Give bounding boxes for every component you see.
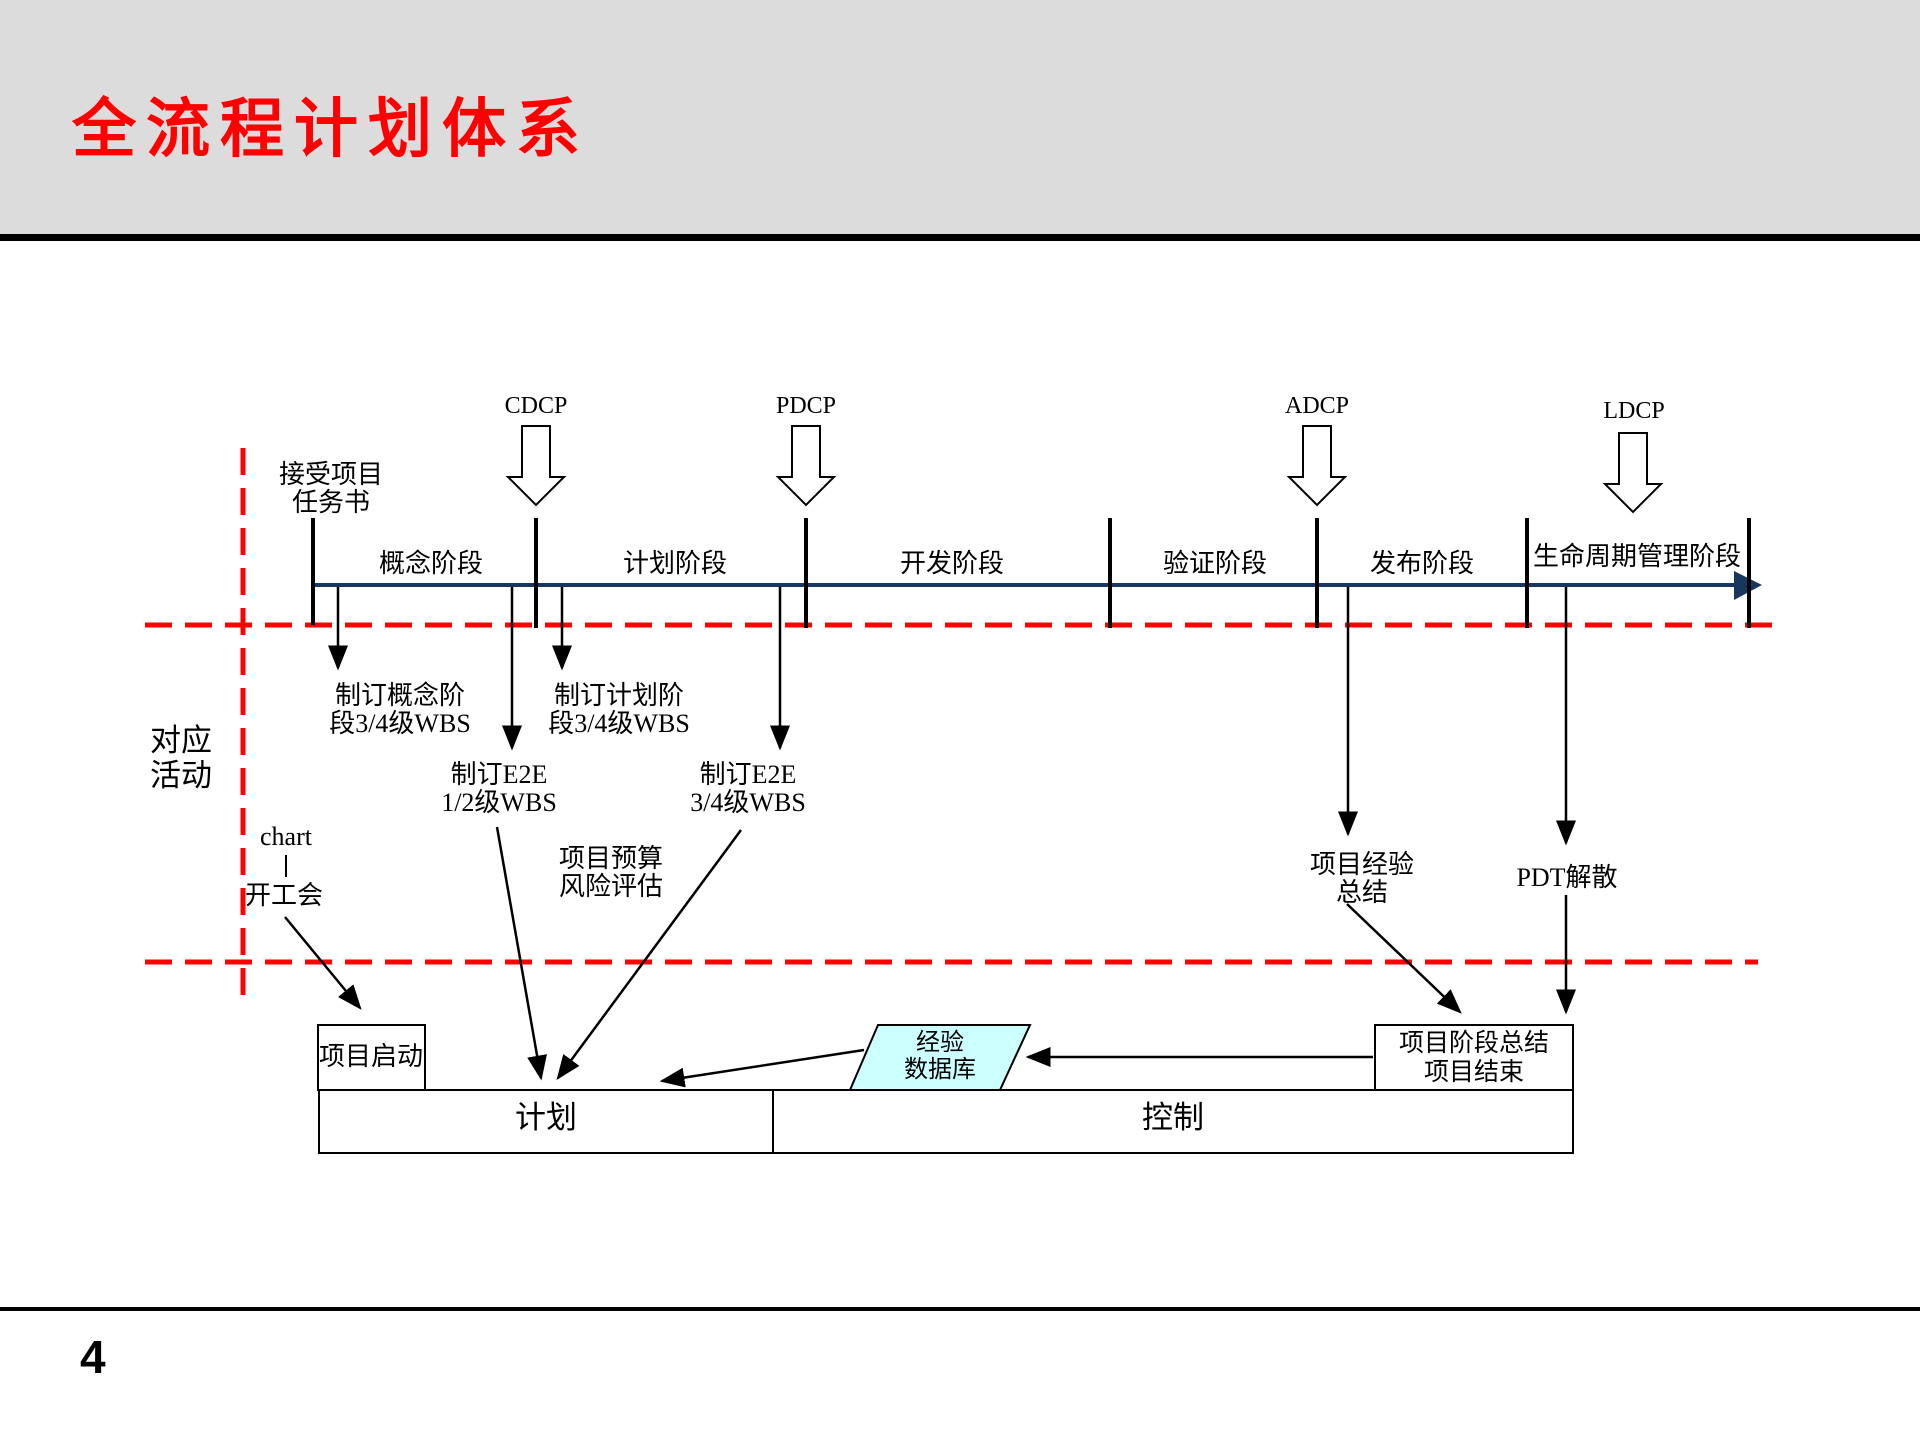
slide-header: [0, 0, 1920, 234]
activity-e2e34-wbs: 制订E2E 3/4级WBS: [690, 761, 806, 817]
activity-plan-wbs: 制订计划阶 段3/4级WBS: [548, 682, 690, 738]
phase-summary-box: [1374, 1024, 1574, 1091]
start-note: 接受项目 任务书: [279, 461, 383, 517]
activity-experience-summary-line2: 总结: [1335, 878, 1389, 907]
activity-e2e12-wbs-line2: 1/2级WBS: [441, 788, 557, 817]
activity-concept-wbs-line2: 段3/4级WBS: [329, 709, 471, 738]
phase-label-plan: 计划阶段: [622, 549, 728, 578]
experience-db-shape: [848, 1024, 1032, 1091]
activity-plan-wbs-line1: 制订计划阶: [553, 681, 685, 710]
activity-row-label-line1: 对应: [150, 723, 212, 758]
activity-e2e12-wbs: 制订E2E 1/2级WBS: [441, 761, 557, 817]
activity-plan-wbs-line2: 段3/4级WBS: [548, 709, 690, 738]
milestone-arrow-pdcp-icon: [775, 425, 837, 507]
milestone-arrow-cdcp-icon: [505, 425, 567, 507]
experience-db-line2: 数据库: [904, 1057, 976, 1083]
phase-label-develop: 开发阶段: [899, 549, 1005, 578]
connector-experience-to-summarybox: [1346, 903, 1462, 1014]
phase-label-concept: 概念阶段: [378, 549, 484, 578]
connector-db-to-plan: [659, 1048, 865, 1088]
control-box: [772, 1089, 1574, 1154]
activity-row-label: 对应 活动: [150, 723, 212, 793]
milestone-label-pdcp: PDCP: [775, 393, 837, 419]
activity-budget-risk-line2: 风险评估: [558, 872, 664, 901]
milestone-label-adcp: ADCP: [1284, 393, 1350, 419]
activity-experience-summary: 项目经验 总结: [1310, 851, 1414, 907]
phase-label-lifecycle: 生命周期管理阶段: [1532, 542, 1742, 571]
phase-summary-label: 项目阶段总结 项目结束: [1399, 1029, 1549, 1087]
slide-title: 全流程计划体系: [72, 94, 590, 165]
page-number: 4: [80, 1331, 106, 1383]
connector-e2e34-to-plan: [556, 829, 743, 1081]
phase-label-release: 发布阶段: [1369, 549, 1475, 578]
phase-label-verify: 验证阶段: [1162, 549, 1268, 578]
activity-e2e34-wbs-line1: 制订E2E: [699, 760, 797, 789]
activity-experience-summary-line1: 项目经验: [1309, 850, 1415, 879]
project-start-label: 项目启动: [318, 1042, 424, 1071]
connector-e2e12-to-plan: [495, 826, 547, 1081]
activity-e2e34-wbs-line2: 3/4级WBS: [690, 788, 806, 817]
activity-budget-risk-line1: 项目预算: [558, 844, 664, 873]
activity-row-label-line2: 活动: [150, 758, 212, 793]
footer-divider: [0, 1307, 1920, 1311]
activity-budget-risk: 项目预算 风险评估: [559, 845, 663, 901]
plan-label: 计划: [515, 1100, 577, 1135]
milestone-arrow-adcp-icon: [1286, 425, 1348, 507]
activity-e2e12-wbs-line1: 制订E2E: [450, 760, 548, 789]
milestone-arrow-ldcp-icon: [1602, 432, 1664, 514]
experience-db-line1: 经验: [916, 1030, 964, 1056]
header-divider: [0, 234, 1920, 241]
start-note-line1: 接受项目: [278, 460, 384, 489]
connector-kickoff-to-start: [284, 916, 362, 1010]
activity-concept-wbs-line1: 制订概念阶: [334, 681, 466, 710]
kickoff-chart-label: chart: [260, 822, 312, 851]
phase-summary-line2: 项目结束: [1423, 1059, 1525, 1086]
plan-box: [318, 1089, 774, 1154]
activity-pdt-disband: PDT解散: [1516, 863, 1618, 892]
phase-summary-line1: 项目阶段总结: [1398, 1030, 1550, 1057]
milestone-label-cdcp: CDCP: [504, 393, 568, 419]
control-label: 控制: [1142, 1100, 1204, 1135]
activity-concept-wbs: 制订概念阶 段3/4级WBS: [329, 682, 471, 738]
kickoff-meeting-label: 开工会: [244, 881, 324, 910]
start-note-line2: 任务书: [291, 488, 371, 517]
milestone-label-ldcp: LDCP: [1603, 398, 1665, 424]
experience-db-label: 经验 数据库: [904, 1030, 976, 1084]
